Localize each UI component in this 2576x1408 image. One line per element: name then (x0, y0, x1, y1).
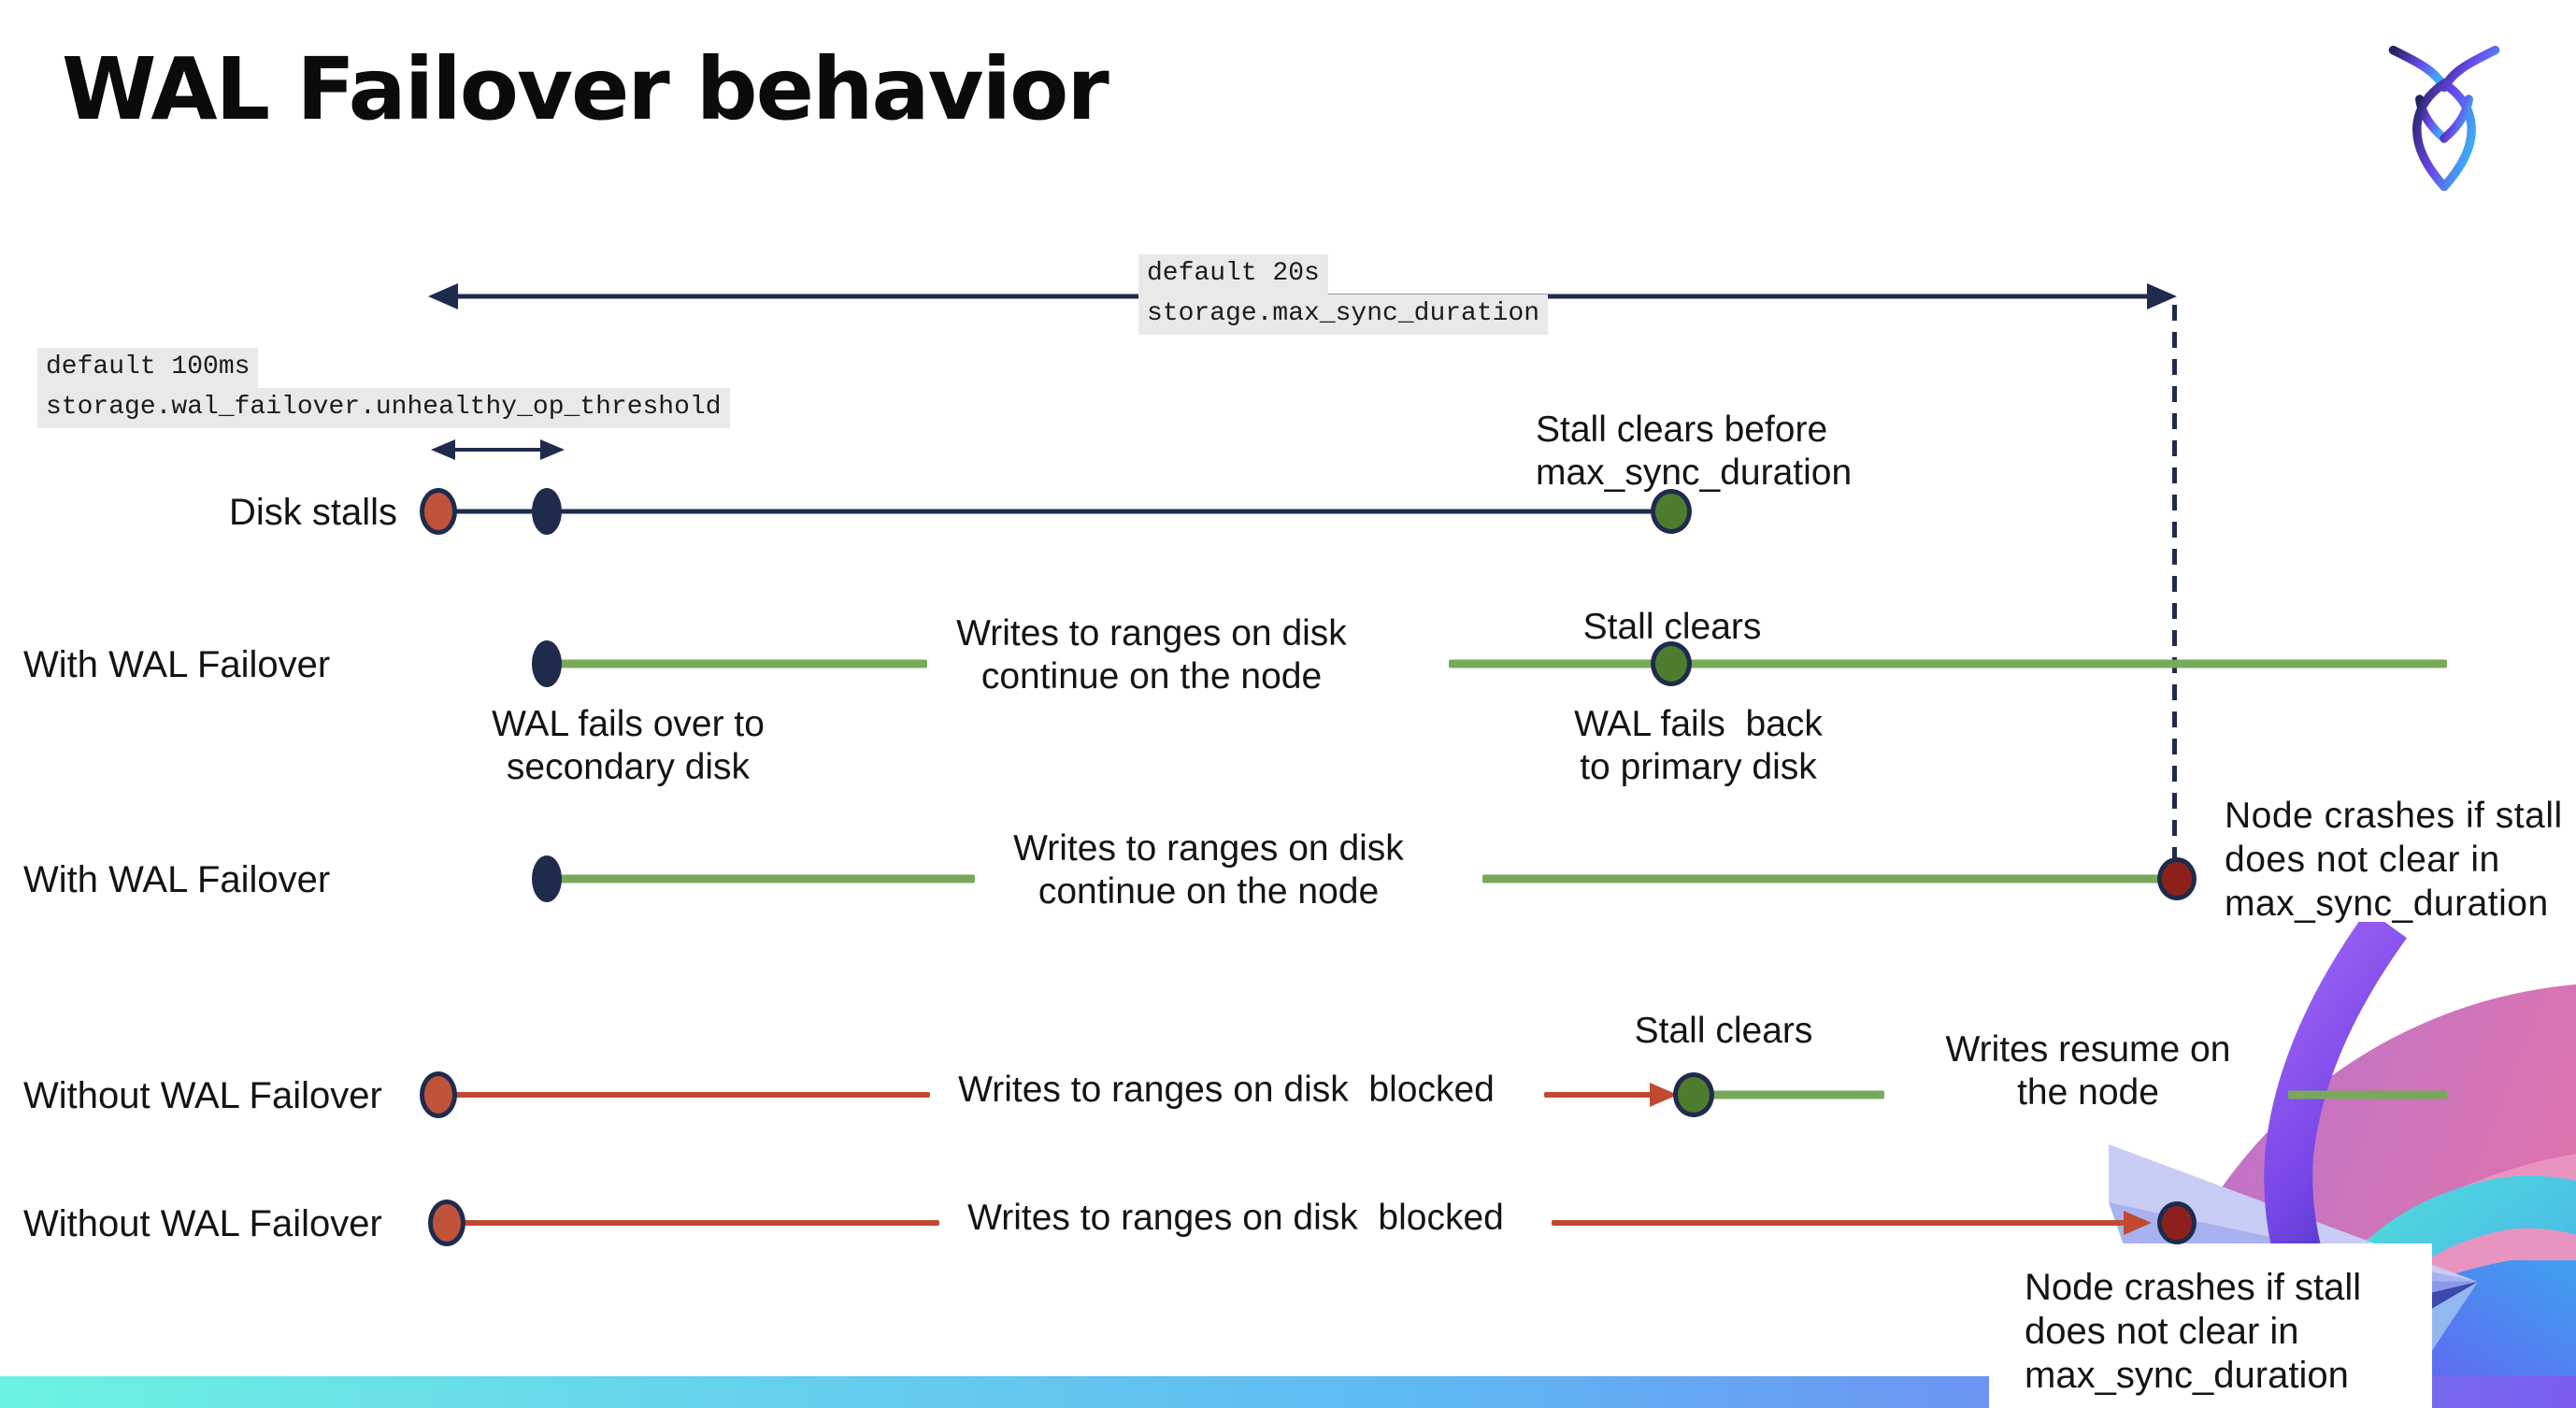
row-label-with-wal-failover-1: With WAL Failover (23, 644, 331, 685)
node-crash-dot (2157, 1201, 2197, 1244)
node-crashes-line1: Node crashes if stall (2225, 796, 2563, 836)
failover-threshold-dot (532, 488, 562, 535)
stall-clears-text: Stall clears (1582, 607, 1762, 647)
writes-resume-line-a (1712, 1090, 1884, 1099)
writes-continue-line-a (549, 659, 927, 668)
writes-blocked-text: Writes to ranges on disk blocked (958, 1070, 1495, 1110)
writes-resume-line2: the node (2017, 1071, 2159, 1113)
callout-unhealthy-op-default: default 100ms (37, 348, 259, 388)
stall-clears-dot (1651, 641, 1692, 686)
writes-continue-line1: Writes to ranges on disk (956, 613, 1347, 654)
callout-max-sync-setting: storage.max_sync_duration (1138, 294, 1549, 335)
node-crashes-line2: does not clear in (2225, 839, 2500, 880)
writes-blocked-text: Writes to ranges on disk blocked (967, 1198, 1504, 1238)
wal-fails-over-line1: WAL fails over to (492, 704, 765, 744)
writes-blocked-line-a (440, 1092, 930, 1098)
stall-clears-before-text: Stall clears before max_sync_duration (1536, 409, 1852, 494)
node-crashes-line3: max_sync_duration (2025, 1355, 2349, 1397)
node-crashes-line3: max_sync_duration (2225, 883, 2549, 924)
writes-continue-line-b (1449, 659, 2447, 668)
callout-unhealthy-op-setting: storage.wal_failover.unhealthy_op_thresh… (37, 387, 730, 428)
node-crashes-infobox: Node crashes if stall does not clear in … (1989, 1243, 2432, 1408)
wal-failover-dot (532, 640, 562, 687)
writes-continue-line2: continue on the node (980, 655, 1323, 697)
wal-failover-dot (532, 855, 562, 902)
row-label-disk-stalls: Disk stalls (228, 492, 397, 533)
writes-resume-line-b (2288, 1090, 2447, 1099)
arrowhead-right-icon (540, 439, 565, 460)
wal-fails-back-text: WAL fails back to primary disk (1574, 703, 1823, 788)
row-label-without-wal-failover-1: Without WAL Failover (23, 1075, 382, 1116)
node-crashes-line1: Node crashes if stall (2025, 1267, 2362, 1308)
stall-clears-dot (1651, 489, 1692, 534)
writes-blocked-line-a (449, 1220, 939, 1226)
wal-fails-over-text: WAL fails over to secondary disk (492, 703, 765, 788)
node-crash-dot (2157, 857, 2197, 900)
stall-start-dot (420, 488, 457, 535)
timeline-disk-stall (438, 509, 1666, 514)
writes-continue-text: Writes to ranges on disk continue on the… (1013, 827, 1404, 912)
stall-start-dot (428, 1200, 465, 1246)
callout-max-sync-default: default 20s (1138, 254, 1328, 295)
wal-fails-back-line2: to primary disk (1580, 746, 1817, 787)
writes-continue-line-a (549, 874, 975, 884)
node-crashes-text: Node crashes if stall does not clear in … (2225, 795, 2563, 926)
node-crashes-line2: does not clear in (2025, 1311, 2299, 1353)
cockroachdb-logo-icon (2388, 45, 2500, 191)
stall-start-dot (420, 1071, 457, 1118)
arrowhead-right-icon (2124, 1211, 2152, 1235)
arrowhead-right-icon (2147, 283, 2177, 309)
wal-fails-over-line2: secondary disk (506, 746, 751, 787)
callout-max-sync-duration: default 20s storage.max_sync_duration (1138, 254, 1549, 335)
max-sync-duration-dropline (2172, 305, 2177, 858)
writes-continue-line2: continue on the node (1038, 870, 1380, 912)
arrowhead-left-icon (428, 283, 458, 309)
node-crashes-text: Node crashes if stall does not clear in … (1989, 1243, 2432, 1399)
stall-clears-text: Stall clears (1634, 1011, 1813, 1051)
writes-resume-line1: Writes resume on (1945, 1029, 2231, 1070)
stall-clears-dot (1673, 1072, 1714, 1117)
stall-clears-before-line1: Stall clears before (1536, 409, 1828, 450)
stall-clears-before-line2: max_sync_duration (1536, 452, 1853, 493)
callout-unhealthy-op-threshold: default 100ms storage.wal_failover.unhea… (37, 348, 730, 428)
row-label-without-wal-failover-2: Without WAL Failover (23, 1203, 382, 1244)
writes-continue-line-b (1482, 874, 2173, 884)
wal-fails-back-line1: WAL fails back (1574, 704, 1823, 744)
writes-continue-line1: Writes to ranges on disk (1013, 828, 1404, 869)
page-title: WAL Failover behavior (62, 39, 1109, 139)
row-label-with-wal-failover-2: With WAL Failover (23, 859, 331, 900)
writes-continue-text: Writes to ranges on disk continue on the… (956, 612, 1347, 697)
writes-resume-text: Writes resume on the node (1946, 1028, 2231, 1113)
arrowhead-left-icon (431, 439, 455, 460)
